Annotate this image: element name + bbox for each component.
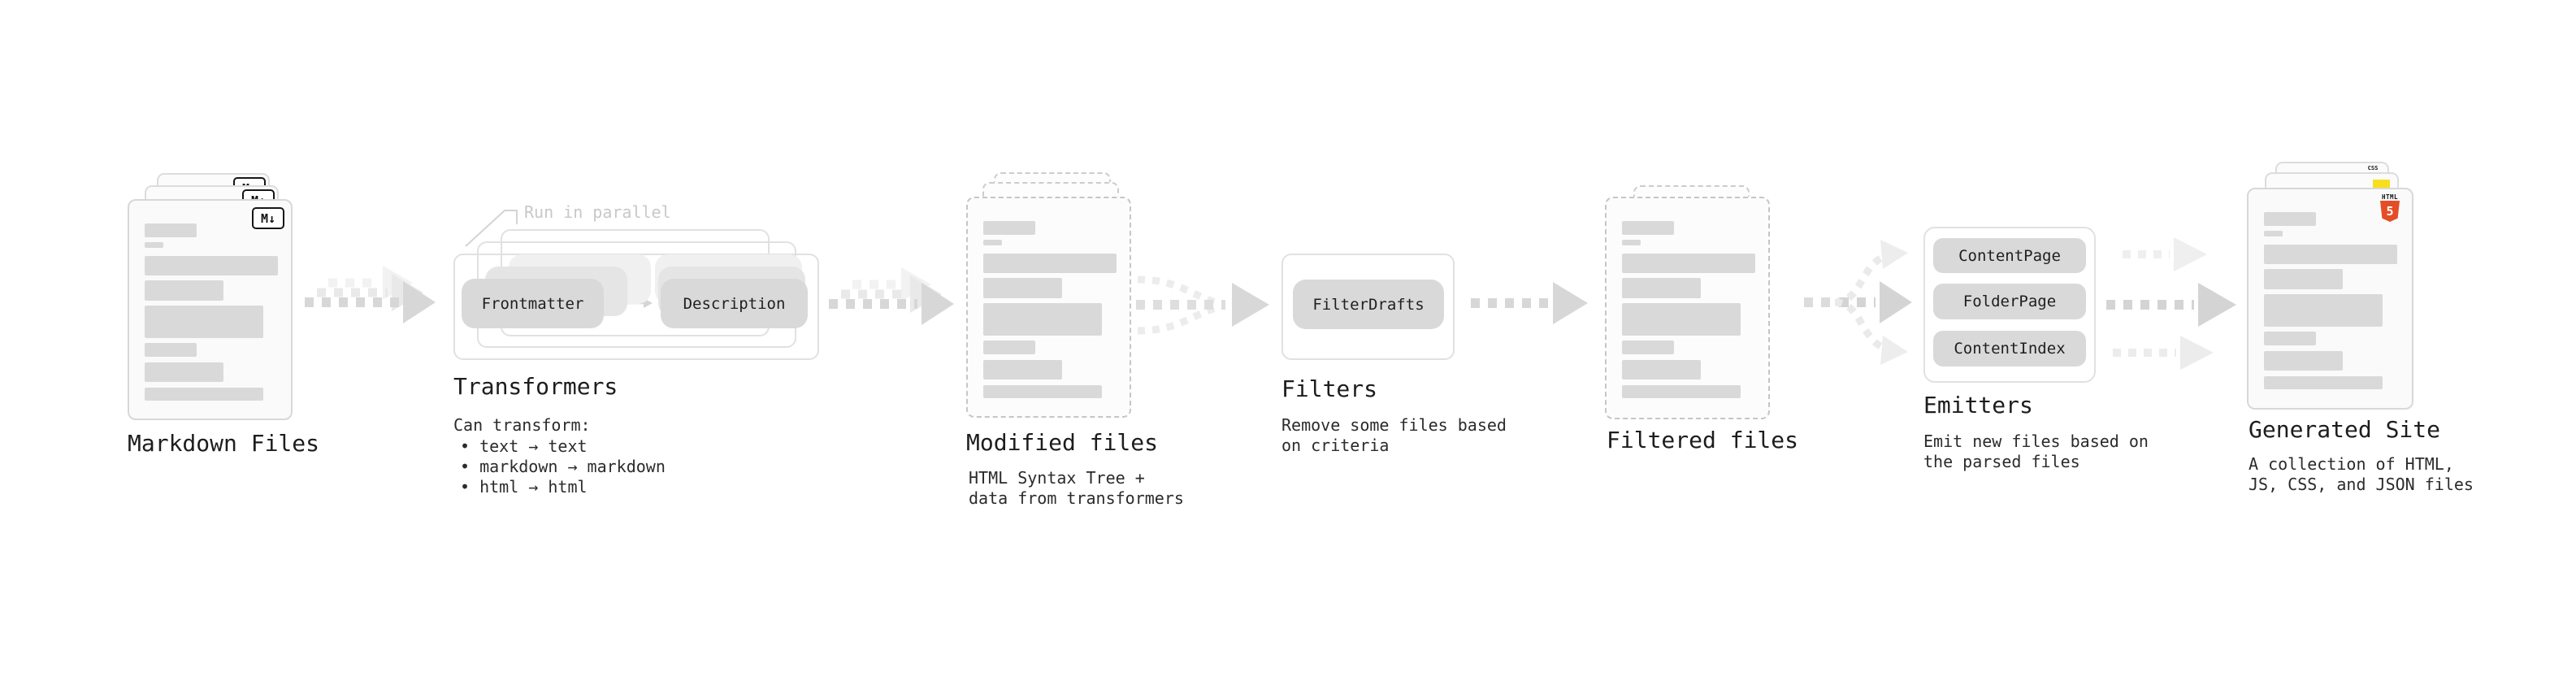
markdown-file-card: M↓: [128, 199, 293, 420]
content-line: [983, 278, 1062, 298]
content-line: [1622, 360, 1701, 380]
content-line: [145, 242, 163, 248]
generated-site-desc-line: JS, CSS, and JSON files: [2249, 475, 2474, 494]
description-pill: Description: [661, 279, 808, 328]
flow-arrow-transformers-to-modified: [829, 267, 954, 325]
filtered-files-label: Filtered files: [1607, 427, 1799, 453]
emitters-label: Emitters: [1923, 392, 2033, 419]
html5-icon-shield: 5: [2380, 201, 2400, 222]
content-line: [983, 360, 1062, 380]
flow-arrow-filters-to-filtered: [1471, 282, 1588, 324]
content-line: [145, 280, 223, 301]
emitters-desc-line: Emit new files based on: [1923, 432, 2149, 451]
filters-desc-line: on criteria: [1281, 436, 1390, 455]
transformers-bullet: • html → html: [460, 477, 588, 497]
content-line: [1622, 240, 1641, 245]
content-line: [1622, 221, 1674, 235]
content-line: [145, 343, 197, 357]
html5-icon-word: HTML: [2381, 193, 2399, 201]
content-line: [983, 385, 1102, 398]
content-line: [1622, 340, 1674, 354]
content-line: [983, 254, 1117, 273]
contentindex-pill: ContentIndex: [1933, 331, 2086, 367]
content-line: [2264, 231, 2283, 236]
content-line: [1622, 303, 1741, 336]
run-in-parallel-callout-line: [465, 210, 518, 247]
flow-arrow-filtered-to-emitters-diverging: [1804, 240, 1912, 365]
content-line: [1622, 385, 1741, 398]
transformers-label: Transformers: [453, 373, 618, 400]
modified-files-desc-line: HTML Syntax Tree +: [969, 468, 1145, 488]
transformers-bullet: • markdown → markdown: [460, 457, 666, 476]
content-line: [983, 303, 1102, 336]
content-line: [145, 388, 263, 401]
flow-arrow-markdown-to-transformers: [305, 266, 436, 323]
filters-label: Filters: [1281, 375, 1378, 402]
generated-site-label: Generated Site: [2249, 416, 2441, 443]
markdown-icon: M↓: [252, 207, 284, 229]
frontmatter-pill: Frontmatter: [462, 279, 604, 328]
content-line: [2264, 245, 2397, 264]
content-line: [145, 223, 197, 237]
content-line: [983, 340, 1035, 354]
content-line: [145, 362, 223, 382]
filterdrafts-pill: FilterDrafts: [1293, 280, 1444, 329]
run-in-parallel-note: Run in parallel: [524, 202, 671, 222]
content-line: [983, 221, 1035, 235]
content-line: [2264, 376, 2383, 389]
filters-desc-line: Remove some files based: [1281, 415, 1507, 435]
content-line: [2264, 212, 2316, 226]
flow-arrows-emitters-to-site: [2106, 237, 2236, 370]
generated-site-desc-line: A collection of HTML,: [2249, 454, 2454, 474]
emitters-desc-line: the parsed files: [1923, 452, 2080, 471]
markdown-files-label: Markdown Files: [128, 430, 320, 457]
content-line: [2264, 294, 2383, 327]
content-line: [145, 306, 263, 338]
html5-icon: HTML 5: [2379, 193, 2400, 222]
modified-files-desc-line: data from transformers: [969, 488, 1184, 508]
transformers-bullet: • text → text: [460, 436, 588, 456]
content-line: [1622, 254, 1755, 273]
js-icon: [2373, 180, 2390, 189]
content-line: [1622, 278, 1701, 298]
filtered-file-card: [1605, 197, 1770, 419]
filters-box: [1281, 254, 1455, 360]
content-line: [2264, 351, 2343, 371]
modified-files-label: Modified files: [966, 429, 1159, 456]
transformers-desc-title: Can transform:: [453, 415, 591, 435]
content-line: [2264, 332, 2316, 345]
content-line: [145, 256, 278, 275]
site-file-card: HTML 5: [2247, 188, 2413, 410]
modified-file-card: [966, 197, 1131, 418]
content-line: [983, 240, 1002, 245]
flow-arrow-modified-to-filters-converging: [1136, 275, 1269, 335]
content-line: [2264, 269, 2343, 289]
folderpage-pill: FolderPage: [1933, 284, 2086, 319]
emitters-box: [1923, 227, 2096, 383]
contentpage-pill: ContentPage: [1933, 238, 2086, 273]
css-icon-label: CSS: [2367, 165, 2379, 171]
